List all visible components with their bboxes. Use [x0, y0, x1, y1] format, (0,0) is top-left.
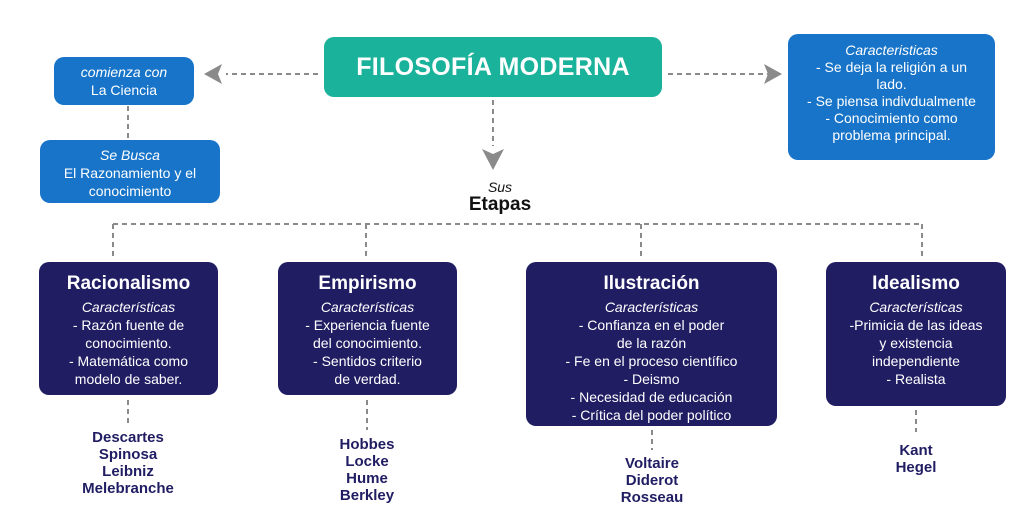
philosopher-name: Berkley — [339, 487, 395, 504]
starts-with-box: comienza con La Ciencia — [54, 57, 194, 105]
search-box: Se Busca El Razonamiento y el conocimien… — [40, 140, 220, 203]
stages-label-sub: Sus — [487, 179, 513, 195]
philosopher-name: Leibniz — [102, 463, 154, 480]
stage-line: de la razón — [616, 335, 687, 351]
stage-sub: Características — [81, 299, 176, 315]
philosopher-name: Diderot — [625, 472, 679, 489]
stage-line: - Confianza en el poder — [578, 317, 725, 333]
philosopher-name: Voltaire — [625, 455, 679, 472]
characteristics-box: Caracteristicas - Se deja la religión a … — [788, 34, 995, 160]
stage-line: modelo de saber. — [74, 371, 183, 387]
philosopher-name: Descartes — [92, 429, 164, 446]
characteristics-sub: Caracteristicas — [845, 42, 938, 58]
stage-sub: Características — [869, 299, 963, 315]
characteristics-line-4: - Conocimiento como — [825, 110, 958, 126]
stage-line: - Necesidad de educación — [570, 389, 733, 405]
search-line-1: El Razonamiento y el — [63, 165, 197, 181]
stage-line: del conocimiento. — [313, 335, 422, 351]
philosopher-name: Hobbes — [339, 436, 395, 453]
stage-line: - Matemática como — [68, 353, 189, 369]
characteristics-line-2: lado. — [876, 76, 907, 92]
search-line-2: conocimiento — [88, 183, 172, 199]
stage-line: de verdad. — [334, 371, 401, 387]
stage-racionalismo: Racionalismo Características - Razón fue… — [39, 262, 218, 395]
starts-with-text: La Ciencia — [90, 82, 158, 98]
stage-title: Racionalismo — [66, 273, 191, 294]
stages-label-main: Etapas — [468, 194, 532, 215]
search-sub: Se Busca — [100, 147, 160, 163]
philosophers-idealismo: Kant Hegel — [866, 442, 966, 476]
arrow-down-icon — [482, 149, 504, 170]
stages-label: Sus Etapas — [430, 180, 570, 216]
stage-line: - Realista — [886, 371, 946, 387]
starts-with-sub: comienza con — [80, 64, 168, 80]
stage-empirismo: Empirismo Características - Experiencia … — [278, 262, 457, 395]
stage-line: -Primicia de las ideas — [849, 317, 983, 333]
stage-title: Ilustración — [603, 273, 700, 294]
characteristics-line-3: - Se piensa indivdualmente — [807, 93, 976, 109]
characteristics-line-5: problema principal. — [832, 127, 951, 143]
stage-line: - Sentidos criterio — [313, 353, 422, 369]
philosopher-name: Locke — [345, 453, 389, 470]
stage-idealismo: Idealismo Características -Primicia de l… — [826, 262, 1006, 406]
stage-line: - Crítica del poder político — [571, 407, 732, 423]
stage-line: - Fe en el proceso científico — [565, 353, 738, 369]
stage-line: conocimiento. — [85, 335, 172, 351]
stage-sub: Características — [320, 299, 415, 315]
stage-title: Empirismo — [318, 273, 417, 294]
philosophers-ilustracion: Voltaire Diderot Rosseau — [592, 455, 712, 506]
philosopher-name: Hume — [346, 470, 388, 487]
stage-line: - Razón fuente de — [72, 317, 185, 333]
arrow-left-icon — [204, 64, 222, 84]
philosopher-name: Rosseau — [620, 489, 684, 506]
philosophers-empirismo: Hobbes Locke Hume Berkley — [307, 436, 427, 504]
stage-line: - Deismo — [623, 371, 680, 387]
arrow-right-icon — [764, 64, 782, 84]
philosopher-name: Spinosa — [98, 446, 158, 463]
stage-line: y existencia — [879, 335, 953, 351]
philosopher-name: Hegel — [895, 459, 937, 476]
philosopher-name: Kant — [899, 442, 933, 459]
main-title: FILOSOFÍA MODERNA — [356, 52, 630, 81]
stage-ilustracion: Ilustración Características - Confianza … — [526, 262, 777, 426]
main-title-box: FILOSOFÍA MODERNA — [324, 37, 662, 97]
stage-line: - Experiencia fuente — [305, 317, 430, 333]
stage-sub: Características — [604, 299, 699, 315]
philosophers-racionalismo: Descartes Spinosa Leibniz Melebranche — [48, 429, 208, 497]
characteristics-line-1: - Se deja la religión a un — [816, 59, 967, 75]
stage-line: independiente — [872, 353, 960, 369]
stage-title: Idealismo — [872, 273, 960, 294]
philosopher-name: Melebranche — [82, 480, 174, 497]
